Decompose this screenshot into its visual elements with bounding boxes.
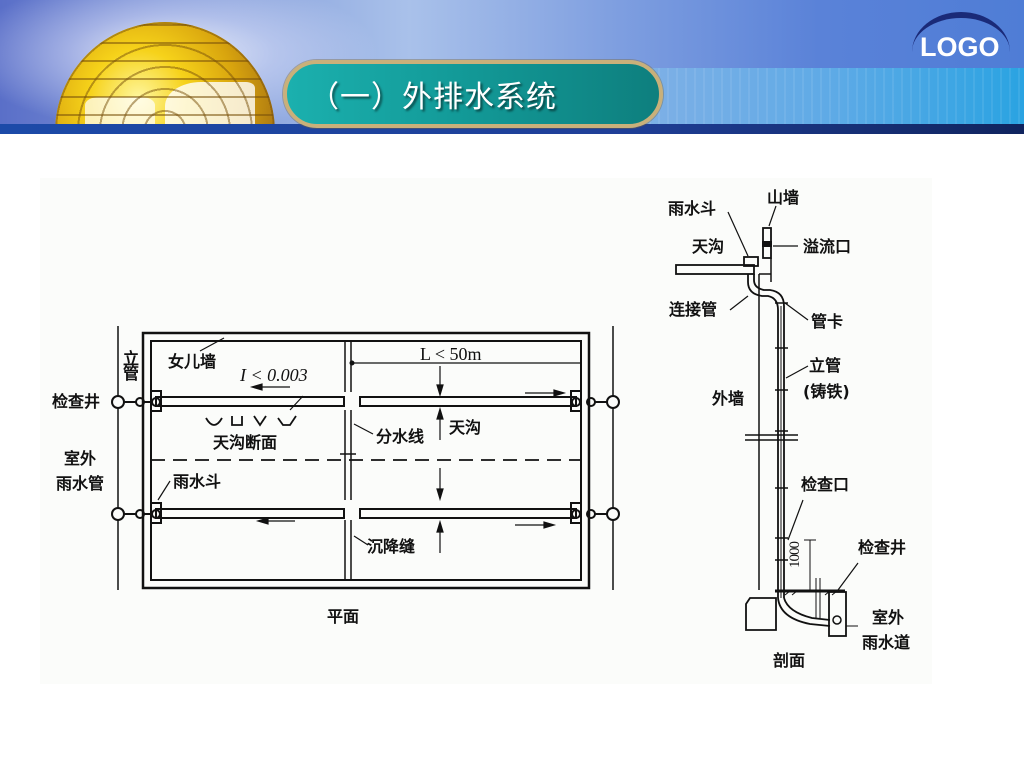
- caption-section: 剖面: [773, 651, 806, 670]
- label-standpipe: 立管: [120, 350, 139, 380]
- label-outdoor-rain-pipe-1: 室外: [64, 449, 97, 468]
- label-gutter-section: 天沟断面: [213, 433, 278, 452]
- label-outdoor-rain-drain-1: 室外: [872, 608, 905, 627]
- label-gable-wall: 山墙: [767, 188, 800, 207]
- title-banner: （一）外排水系统: [283, 60, 663, 128]
- label-connecting-pipe: 连接管: [669, 300, 718, 319]
- caption-plan: 平面: [327, 607, 360, 626]
- label-pipe-clamp: 管卡: [811, 312, 844, 331]
- diagram-drawing: [111, 205, 859, 637]
- slide-title: （一）外排水系统: [309, 80, 557, 115]
- label-cast-iron: (铸铁): [803, 382, 850, 401]
- label-settlement-joint: 沉降缝: [367, 537, 416, 556]
- label-section-rain-hopper: 雨水斗: [668, 199, 717, 218]
- label-parapet: 女儿墙: [168, 352, 217, 371]
- label-outdoor-rain-pipe-2: 雨水管: [56, 474, 105, 493]
- label-divide-line: 分水线: [376, 427, 425, 446]
- section-view: [675, 205, 859, 637]
- label-overflow: 溢流口: [803, 237, 852, 256]
- label-outdoor-rain-drain-2: 雨水道: [862, 633, 911, 652]
- logo: LOGO: [908, 10, 1014, 66]
- logo-arc-icon: [912, 12, 1010, 52]
- logo-text: LOGO: [920, 32, 1000, 62]
- drainage-diagram: 立管 女儿墙 I < 0.003 L < 50m 检查井 天沟断面 分水线 天沟…: [40, 178, 932, 684]
- label-slope: I < 0.003: [240, 365, 308, 385]
- slide-header: （一）外排水系统 LOGO: [0, 0, 1024, 134]
- label-section-standpipe: 立管: [809, 356, 842, 375]
- label-height-dim: 1000: [787, 542, 803, 568]
- label-inspection-well: 检查井: [52, 392, 101, 411]
- label-exterior-wall: 外墙: [712, 389, 745, 408]
- header-bottom-bar: [0, 124, 1024, 134]
- label-rain-hopper: 雨水斗: [173, 472, 222, 491]
- label-cleanout: 检查口: [801, 475, 850, 494]
- header-stripes: [640, 68, 1024, 125]
- plan-view: [111, 326, 620, 590]
- label-gutter: 天沟: [449, 418, 482, 437]
- label-section-inspection-well: 检查井: [858, 538, 907, 557]
- label-section-gutter: 天沟: [692, 237, 725, 256]
- label-length: L < 50m: [420, 344, 482, 364]
